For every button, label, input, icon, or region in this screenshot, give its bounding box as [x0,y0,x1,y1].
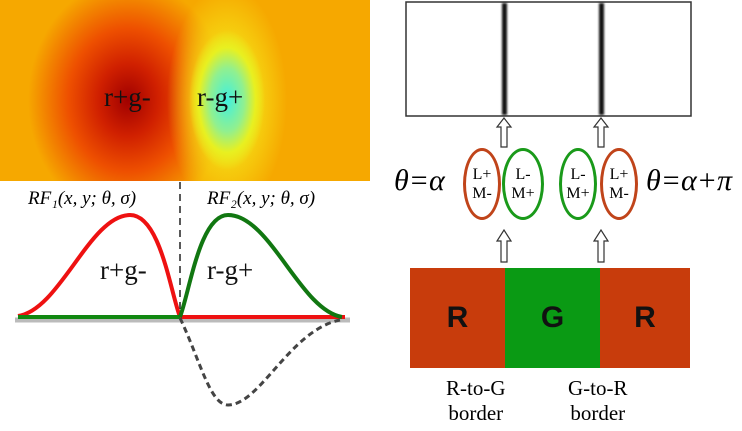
cell-l-minus-m-plus: L- M+ [559,148,597,220]
up-arrow-icon [495,228,513,263]
up-arrow-icon [592,117,610,148]
receptive-field-heatmap [0,0,370,181]
up-arrow-icon [592,228,610,263]
border-label-r-to-g: R-to-G border [446,376,506,425]
cell-l-plus-m-minus: L+ M- [463,148,501,220]
edge-response-2 [599,3,604,115]
rf2-green-curve [178,212,343,319]
stimulus-red-block: R [410,268,505,368]
border-label-g-to-r: G-to-R border [568,376,628,425]
rf1-red-curve [17,212,345,319]
rf1-label: RF₁(x, y; θ, σ) [28,188,137,209]
profile-left-label: r+g- [100,255,147,285]
cell-l-plus-m-minus: L+ M- [600,148,638,220]
theta-left-label: θ=α [394,164,445,197]
cell-l-minus-m-plus: L- M+ [502,148,544,220]
rf2-label: RF₂(x, y; θ, σ) [207,188,316,209]
edge-response-1 [502,3,507,115]
stimulus-red-block: R [600,268,690,368]
heatmap-left-label: r+g- [104,82,151,112]
heatmap-right-label: r-g+ [197,82,244,112]
response-box [405,1,692,117]
difference-dashed-curve [178,317,341,407]
up-arrow-icon [495,117,513,148]
stimulus-green-block: G [505,268,600,368]
profile-right-label: r-g+ [207,255,254,285]
theta-right-label: θ=α+π [646,164,733,197]
